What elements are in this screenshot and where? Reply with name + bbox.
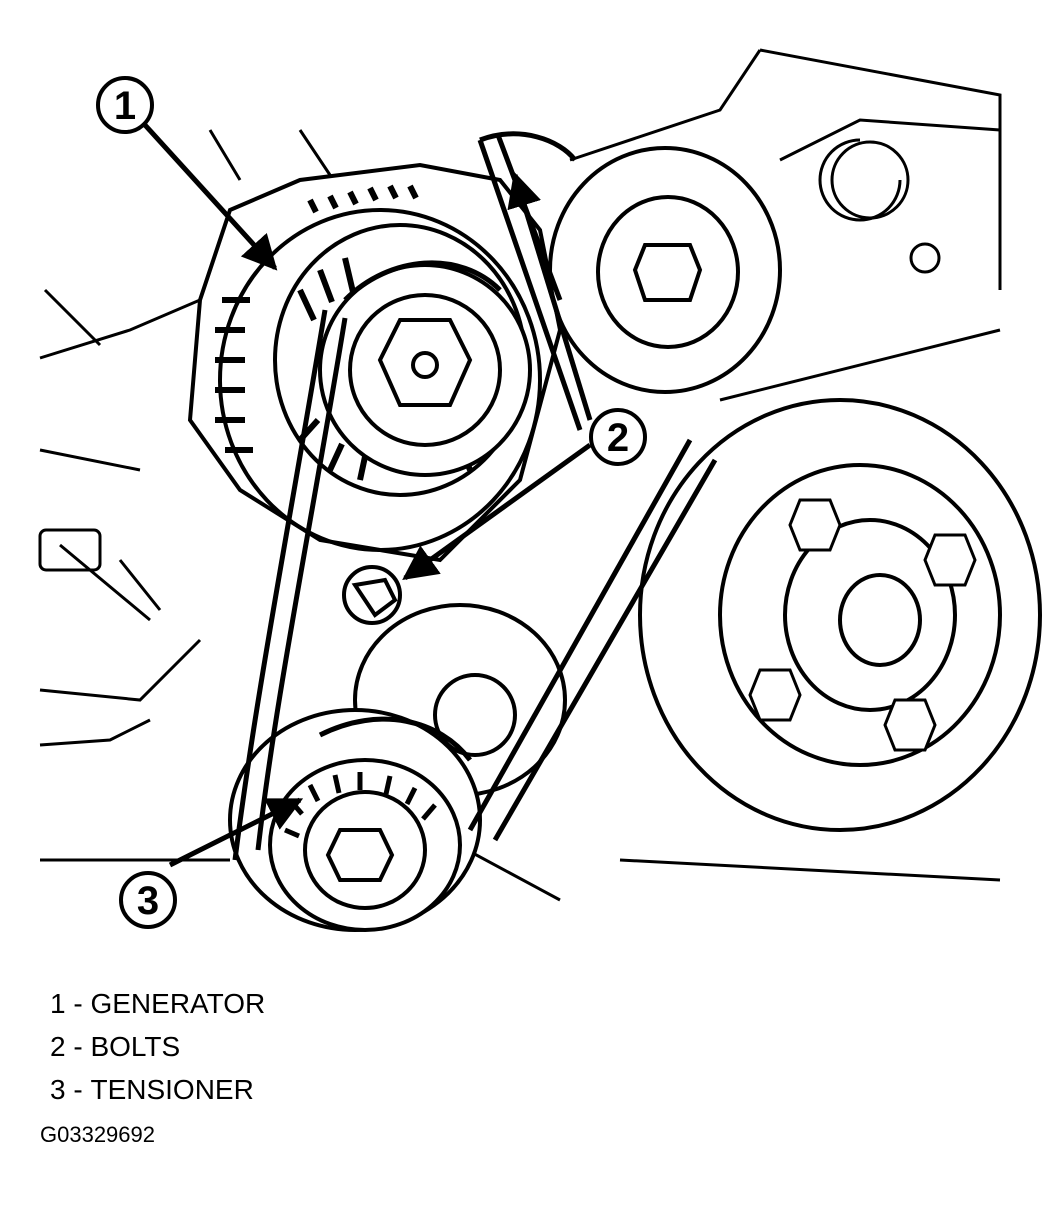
legend-label: TENSIONER: [90, 1074, 254, 1105]
legend-label: BOLTS: [90, 1031, 181, 1062]
legend-item-bolts: 2 - BOLTS: [50, 1025, 265, 1068]
tensioner: [228, 708, 482, 932]
callout-1: 1: [96, 76, 154, 134]
legend-separator: -: [73, 988, 83, 1019]
callout-2: 2: [589, 408, 647, 466]
figure-id: G03329692: [40, 1122, 155, 1147]
legend-label: GENERATOR: [90, 988, 266, 1019]
legend-item-generator: 1 - GENERATOR: [50, 982, 265, 1025]
legend-number: 3: [50, 1074, 66, 1105]
generator-pulley: [318, 263, 532, 477]
legend-number: 1: [50, 988, 66, 1019]
callout-3-arrow: [168, 797, 304, 868]
legend-item-tensioner: 3 - TENSIONER: [50, 1068, 265, 1111]
callout-3-label: 3: [137, 879, 159, 923]
callout-2-label: 2: [607, 416, 629, 460]
serpentine-belt: [232, 131, 718, 861]
callout-1-label: 1: [114, 84, 136, 128]
crankshaft-pulley: [638, 398, 1042, 832]
callout-2-arrow-lower: [402, 442, 592, 581]
callout-3: 3: [119, 871, 177, 929]
legend-separator: -: [73, 1031, 83, 1062]
idler-pulley: [548, 146, 782, 394]
legend: 1 - GENERATOR 2 - BOLTS 3 - TENSIONER: [50, 982, 265, 1111]
belt-drive-illustration: 1 2 3: [38, 48, 1042, 932]
callout-leaders: [143, 123, 593, 868]
legend-number: 2: [50, 1031, 66, 1062]
callout-2-arrow-upper: [507, 171, 593, 421]
callout-1-arrow: [143, 123, 278, 271]
legend-separator: -: [73, 1074, 83, 1105]
